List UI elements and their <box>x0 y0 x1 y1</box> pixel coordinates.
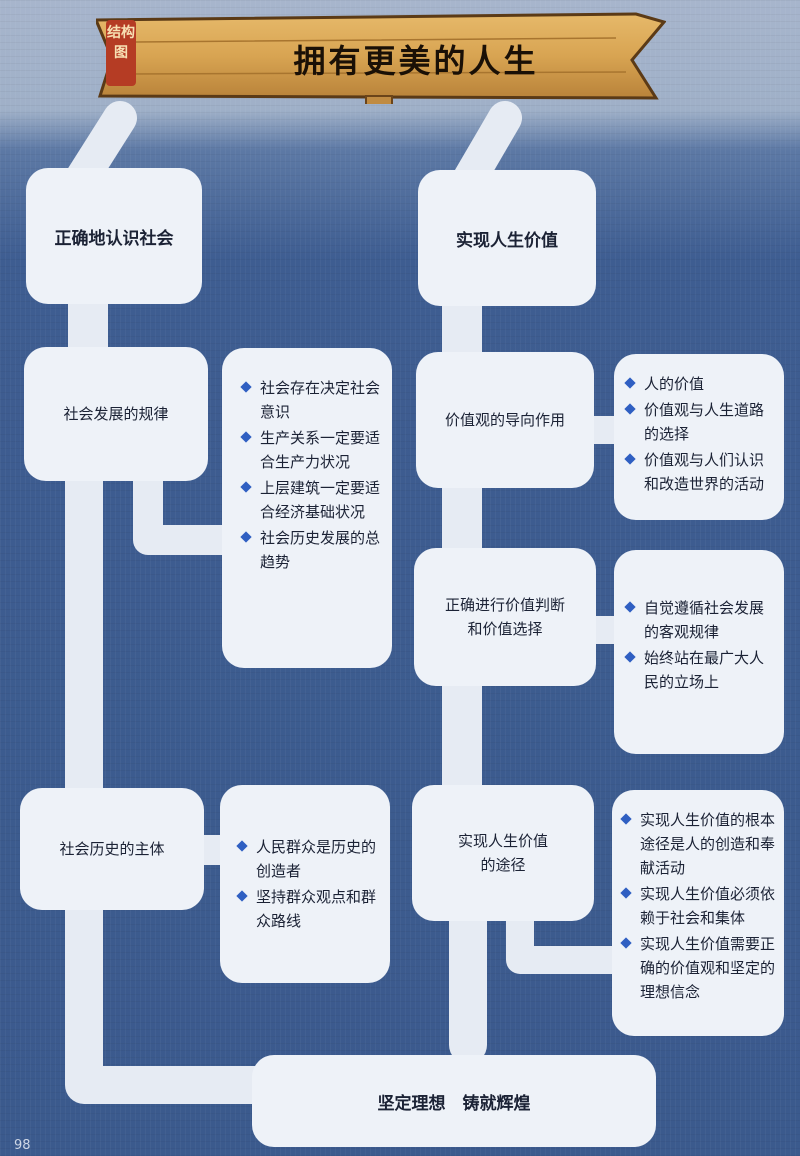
list-item: 社会历史发展的总趋势 <box>238 526 382 574</box>
guide-item-list: 人的价值 价值观与人生道路的选择 价值观与人们认识和改造世界的活动 <box>622 372 776 496</box>
wood-plank-icon <box>96 12 666 104</box>
judge-items-box: 自觉遵循社会发展的客观规律 始终站在最广大人民的立场上 <box>614 550 784 754</box>
subject-items-box: 人民群众是历史的创造者 坚持群众观点和群众路线 <box>220 785 390 983</box>
guide-items-box: 人的价值 价值观与人生道路的选择 价值观与人们认识和改造世界的活动 <box>614 354 784 520</box>
way-label-line2: 的途径 <box>480 856 526 874</box>
list-item: 上层建筑一定要适合经济基础状况 <box>238 476 382 524</box>
list-item: 价值观与人生道路的选择 <box>622 398 776 446</box>
bottom-conclusion-box: 坚定理想 铸就辉煌 <box>252 1055 656 1147</box>
list-item: 人的价值 <box>622 372 776 396</box>
list-item: 实现人生价值的根本途径是人的创造和奉献活动 <box>618 808 776 880</box>
list-item: 实现人生价值需要正确的价值观和坚定的理想信念 <box>618 932 776 1004</box>
structure-tag: 结构图 <box>106 20 136 86</box>
law-item-list: 社会存在决定社会意识 生产关系一定要适合生产力状况 上层建筑一定要适合经济基础状… <box>238 376 382 574</box>
list-item: 生产关系一定要适合生产力状况 <box>238 426 382 474</box>
left-title-box: 正确地认识社会 <box>26 168 202 304</box>
list-item: 始终站在最广大人民的立场上 <box>622 646 776 694</box>
judge-label-line1: 正确进行价值判断 <box>444 596 565 614</box>
page-number: 98 <box>14 1138 31 1153</box>
title-banner: 结构图 拥有更美的人生 <box>96 12 666 104</box>
judge-label-line2: 和价值选择 <box>467 620 543 638</box>
way-label-line1: 实现人生价值 <box>457 832 548 850</box>
list-item: 坚持群众观点和群众路线 <box>234 885 380 933</box>
page-title: 拥有更美的人生 <box>293 42 539 80</box>
list-item: 实现人生价值必须依赖于社会和集体 <box>618 882 776 930</box>
list-item: 价值观与人们认识和改造世界的活动 <box>622 448 776 496</box>
list-item: 人民群众是历史的创造者 <box>234 835 380 883</box>
judge-label-box: 正确进行价值判断 和价值选择 <box>414 548 596 686</box>
subject-label-box: 社会历史的主体 <box>20 788 204 910</box>
way-label-box: 实现人生价值 的途径 <box>412 785 594 921</box>
judge-item-list: 自觉遵循社会发展的客观规律 始终站在最广大人民的立场上 <box>622 596 776 694</box>
guide-label-box: 价值观的导向作用 <box>416 352 594 488</box>
right-title-box: 实现人生价值 <box>418 170 596 306</box>
way-item-list: 实现人生价值的根本途径是人的创造和奉献活动 实现人生价值必须依赖于社会和集体 实… <box>618 808 776 1004</box>
way-items-box: 实现人生价值的根本途径是人的创造和奉献活动 实现人生价值必须依赖于社会和集体 实… <box>612 790 784 1036</box>
subject-item-list: 人民群众是历史的创造者 坚持群众观点和群众路线 <box>234 835 380 933</box>
law-label-box: 社会发展的规律 <box>24 347 208 481</box>
list-item: 自觉遵循社会发展的客观规律 <box>622 596 776 644</box>
list-item: 社会存在决定社会意识 <box>238 376 382 424</box>
law-items-box: 社会存在决定社会意识 生产关系一定要适合生产力状况 上层建筑一定要适合经济基础状… <box>222 348 392 668</box>
